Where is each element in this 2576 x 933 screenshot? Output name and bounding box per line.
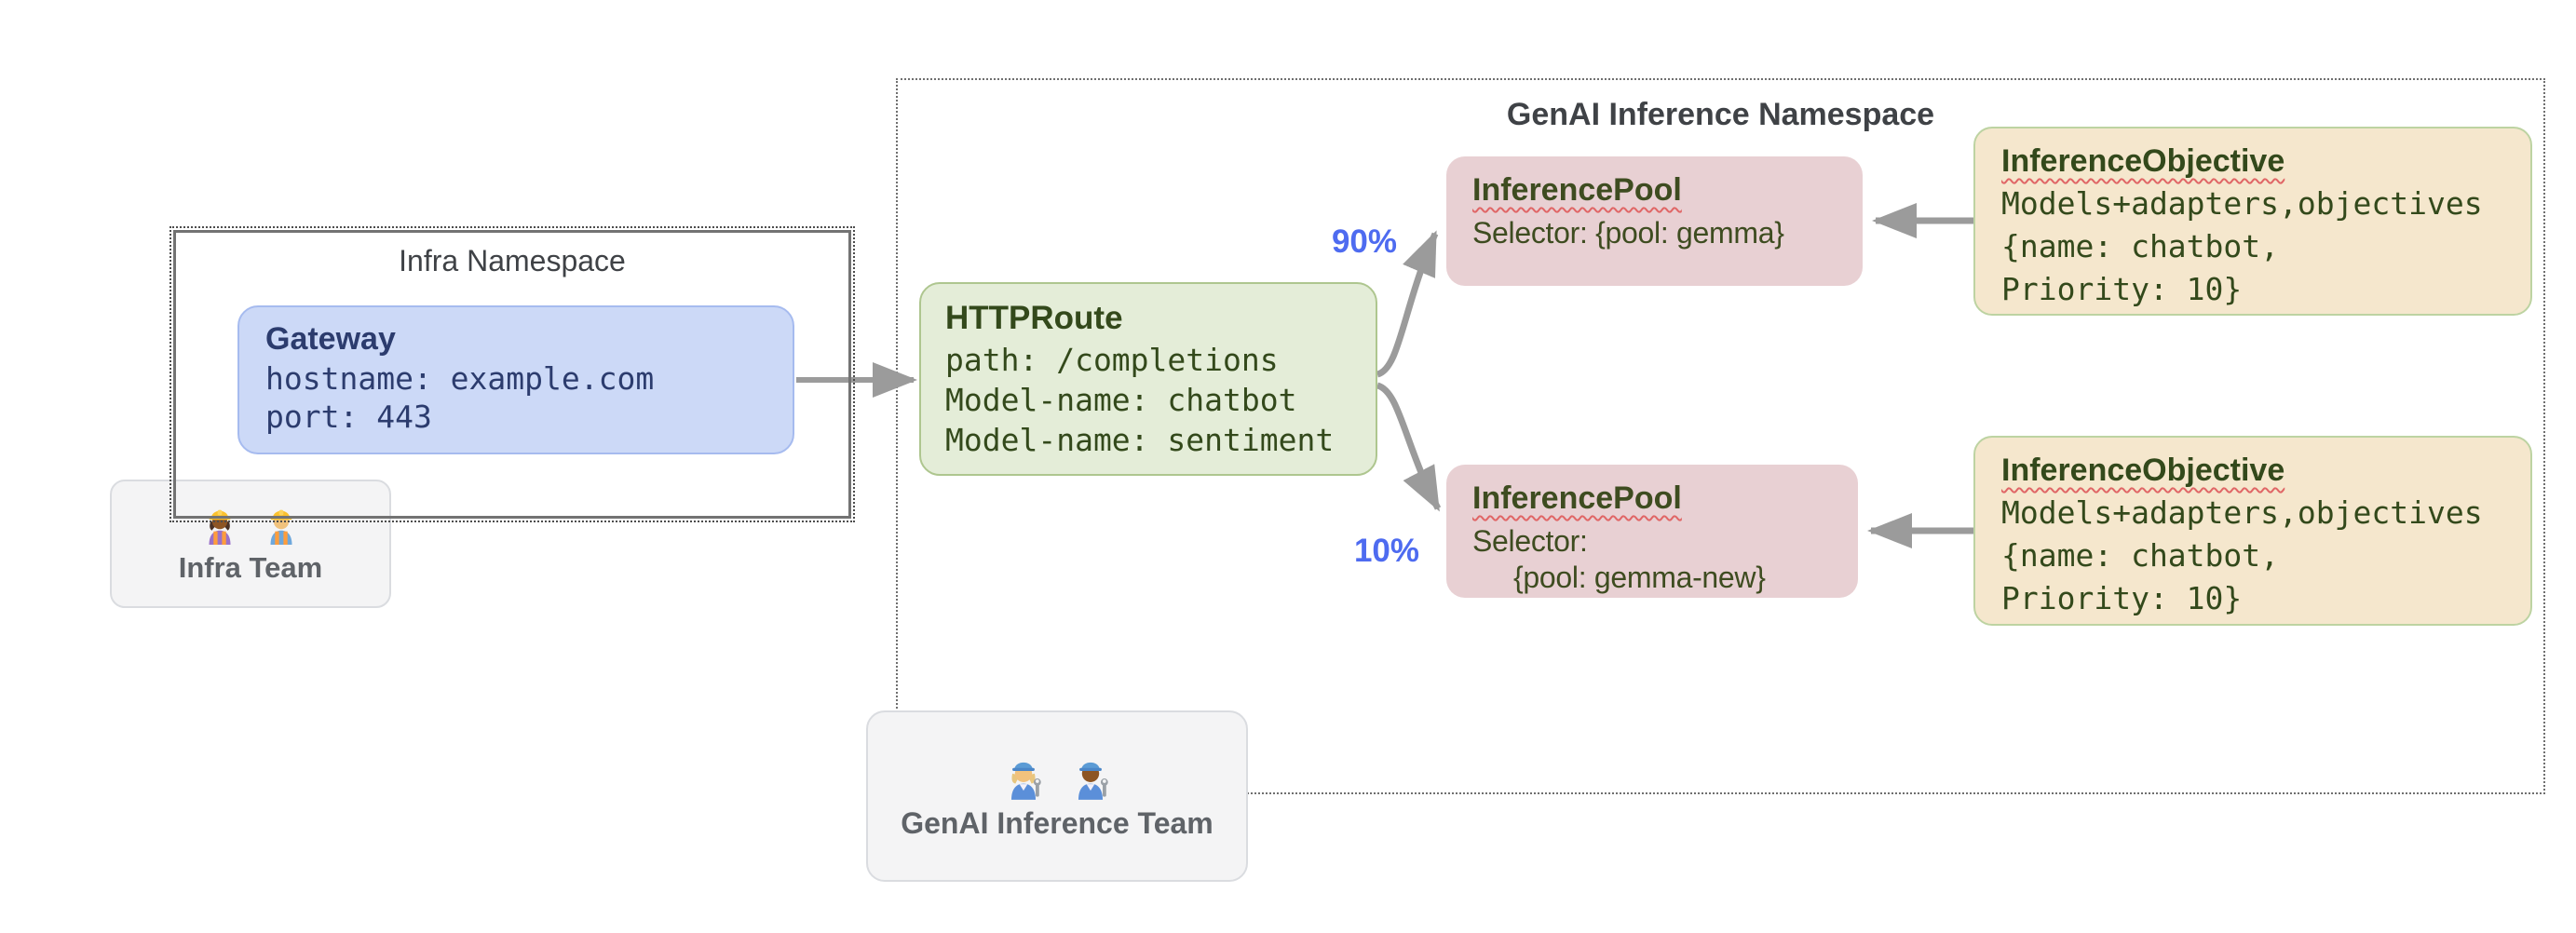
inference-pool-bottom-node[interactable]: InferencePool Selector: {pool: gemma-new…: [1446, 465, 1858, 598]
genai-team-card[interactable]: GenAI Inference Team: [866, 710, 1248, 882]
httproute-title: HTTPRoute: [945, 300, 1123, 336]
inference-pool-bottom-title: InferencePool: [1472, 480, 1682, 516]
inference-objective-bottom-title: InferenceObjective: [2001, 453, 2285, 488]
inference-objective-top-title: InferenceObjective: [2001, 143, 2285, 179]
inference-objective-top-line3: Priority: 10}: [2001, 271, 2243, 307]
man-mechanic-emoji: [1066, 752, 1115, 801]
httproute-path: path: /completions: [945, 342, 1279, 378]
man-construction-worker-emoji: [260, 503, 303, 546]
inference-objective-bottom-line1: Models+adapters,objectives: [2001, 494, 2483, 531]
httproute-model-chatbot: Model-name: chatbot: [945, 382, 1297, 418]
traffic-weight-bottom: 10%: [1353, 533, 1420, 569]
gateway-hostname: hostname: example.com: [265, 360, 655, 397]
infra-team-label: Infra Team: [178, 551, 323, 584]
genai-namespace-title: GenAI Inference Namespace: [1506, 97, 1935, 132]
inference-objective-bottom-node[interactable]: InferenceObjective Models+adapters,objec…: [1973, 436, 2532, 626]
gateway-port: port: 443: [265, 399, 432, 435]
arrow-httproute-to-pool-top: [1376, 230, 1439, 378]
genai-team-icons: [999, 752, 1115, 801]
httproute-model-sentiment: Model-name: sentiment: [945, 422, 1335, 458]
inference-objective-top-line2: {name: chatbot,: [2001, 228, 2280, 264]
inference-objective-top-line1: Models+adapters,objectives: [2001, 185, 2483, 222]
inference-objective-bottom-line2: {name: chatbot,: [2001, 537, 2280, 574]
traffic-weight-top: 90%: [1331, 223, 1398, 260]
inference-objective-bottom-line3: Priority: 10}: [2001, 580, 2243, 616]
inference-objective-top-node[interactable]: InferenceObjective Models+adapters,objec…: [1973, 127, 2532, 316]
woman-mechanic-emoji: [999, 752, 1048, 801]
inference-pool-top-selector: Selector: {pool: gemma}: [1472, 216, 1784, 250]
arrow-httproute-to-pool-bottom: [1376, 382, 1442, 512]
inference-pool-bottom-selector: Selector:: [1472, 524, 1588, 558]
inference-pool-top-node[interactable]: InferencePool Selector: {pool: gemma}: [1446, 156, 1863, 286]
infra-team-icons: [198, 503, 303, 546]
gateway-node[interactable]: Gateway hostname: example.com port: 443: [237, 305, 794, 454]
inference-pool-bottom-selector-value: {pool: gemma-new}: [1513, 561, 1766, 594]
genai-team-label: GenAI Inference Team: [901, 805, 1213, 840]
genai-namespace-box[interactable]: GenAI Inference Namespace: [896, 78, 2545, 794]
gateway-title: Gateway: [265, 321, 396, 357]
infra-team-card[interactable]: Infra Team: [110, 480, 391, 608]
woman-construction-worker-emoji: [198, 503, 241, 546]
inference-pool-top-title: InferencePool: [1472, 172, 1682, 208]
httproute-node[interactable]: HTTPRoute path: /completions Model-name:…: [919, 282, 1377, 476]
